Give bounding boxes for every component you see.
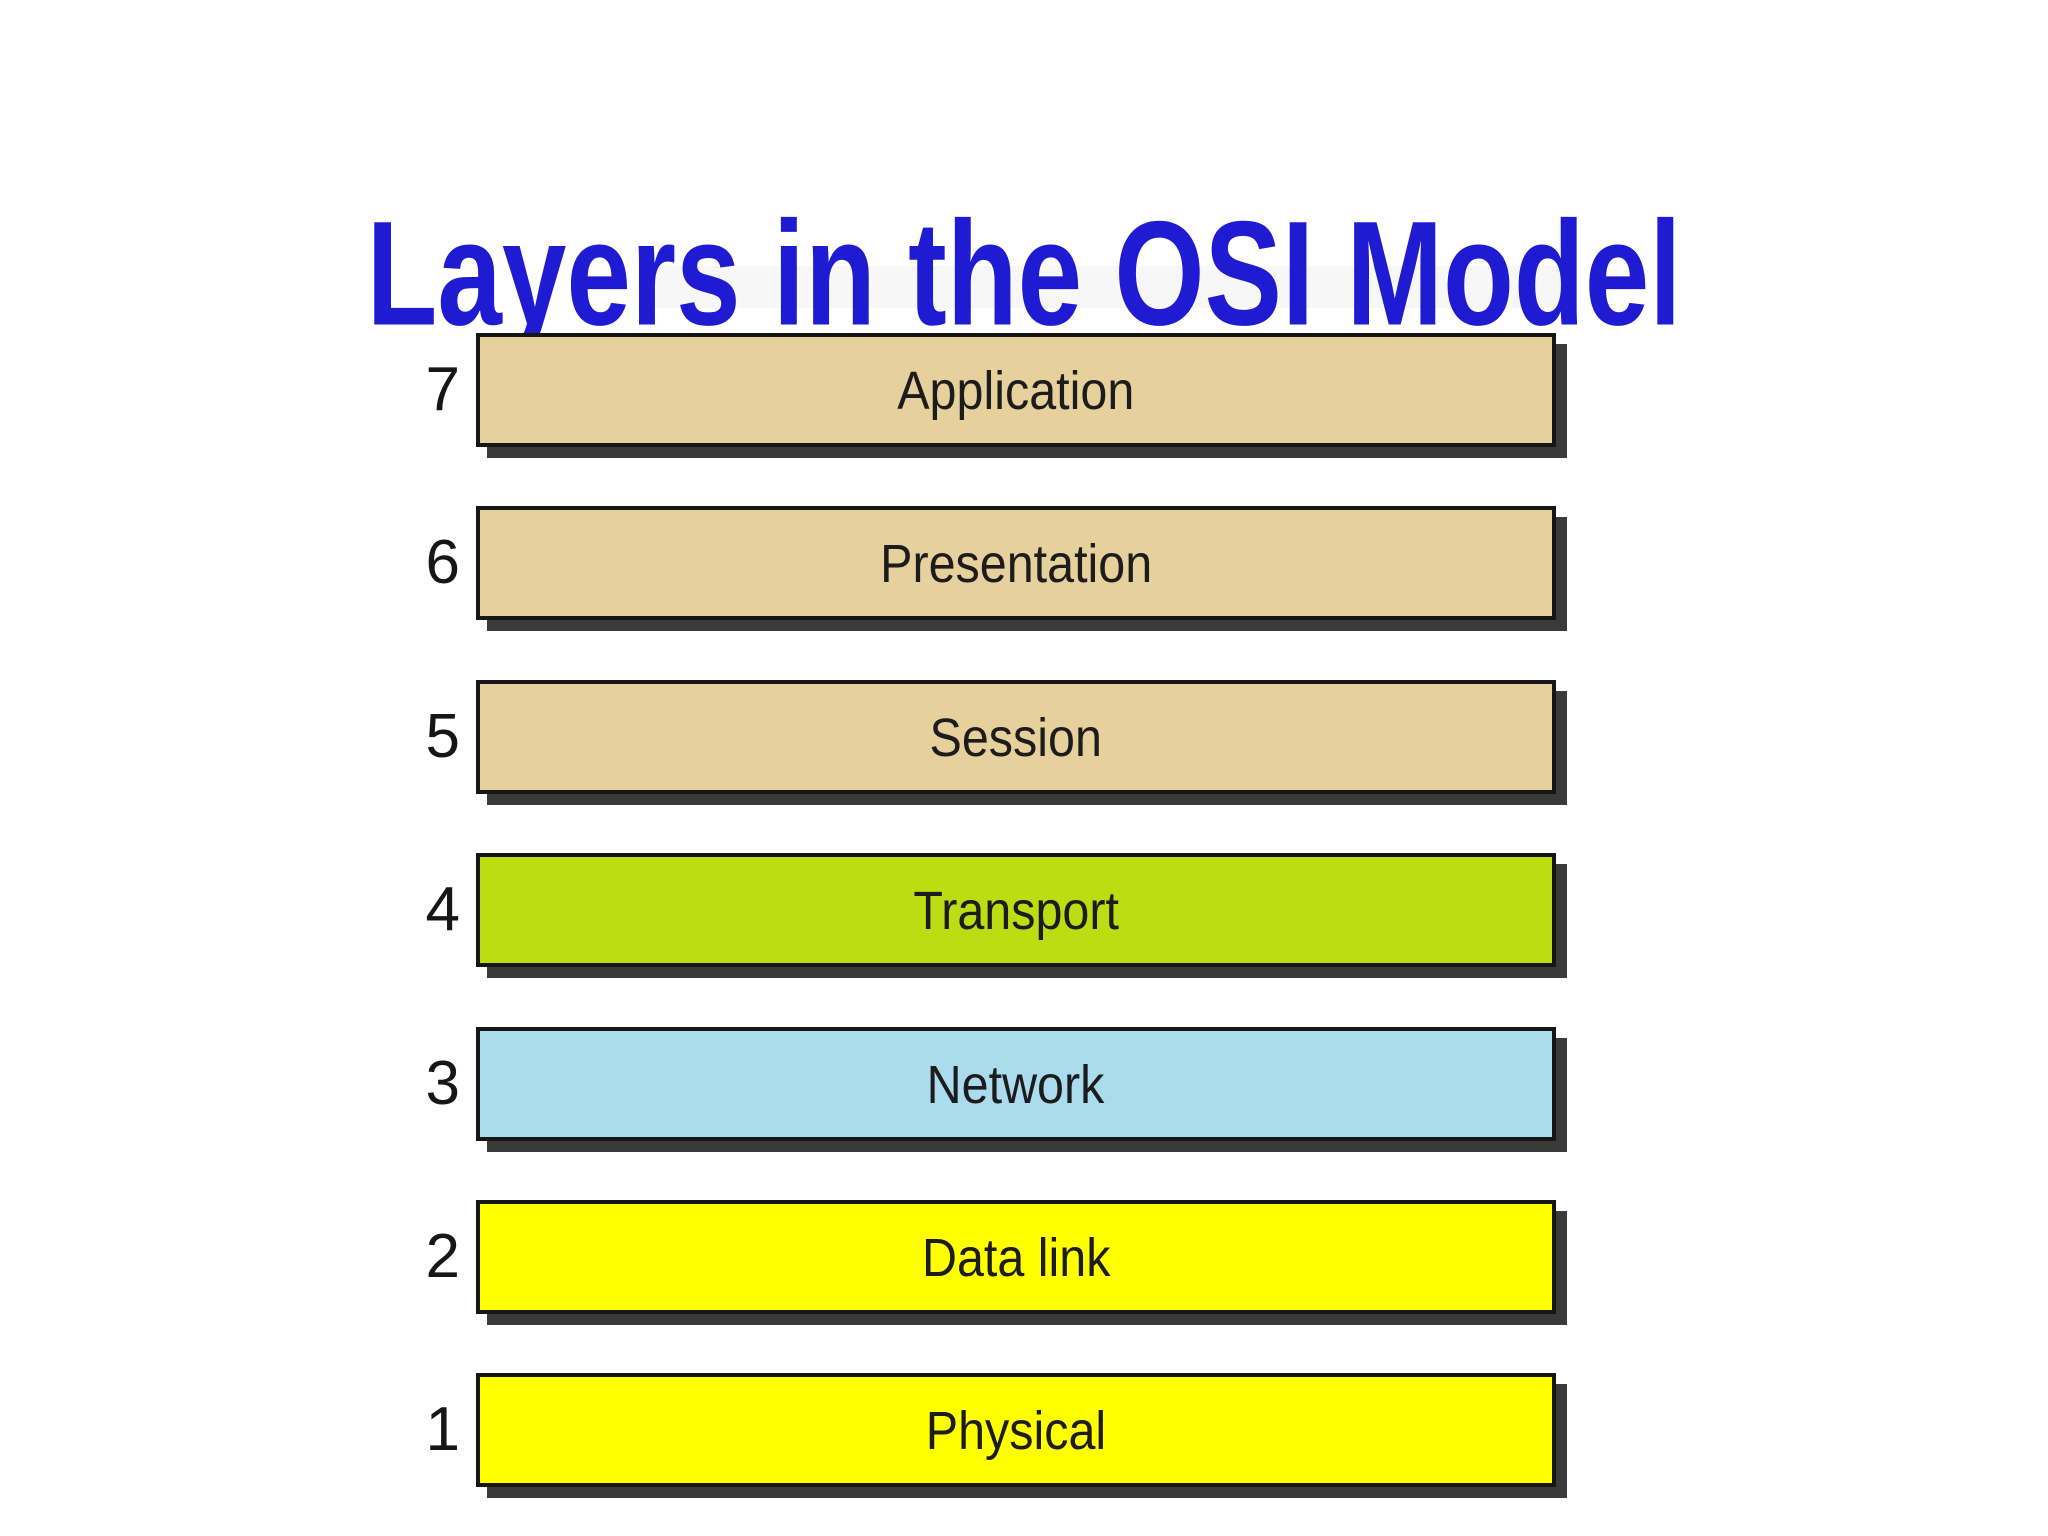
- layer-label: Data link: [921, 1226, 1111, 1288]
- layer-box: Physical: [476, 1373, 1556, 1487]
- layer-number: 6: [425, 528, 460, 597]
- layer-row: 2 Data link: [0, 1200, 2048, 1314]
- page-title: Layers in the OSI Model: [366, 189, 1682, 357]
- layer-box: Data link: [476, 1200, 1556, 1314]
- layer-number: 1: [425, 1395, 460, 1464]
- layer-label: Network: [927, 1053, 1105, 1115]
- layer-box: Application: [476, 333, 1556, 447]
- layer-box: Transport: [476, 853, 1556, 967]
- layer-row: 6 Presentation: [0, 506, 2048, 620]
- layer-row: 3 Network: [0, 1027, 2048, 1141]
- layer-row: 4 Transport: [0, 853, 2048, 967]
- layer-label: Application: [897, 359, 1135, 421]
- layer-number: 3: [425, 1049, 460, 1118]
- background-band: [645, 266, 1565, 308]
- layer-row: 5 Session: [0, 680, 2048, 794]
- layer-label: Presentation: [879, 532, 1153, 594]
- layer-number: 2: [425, 1222, 460, 1291]
- layer-box: Session: [476, 680, 1556, 794]
- layer-row: 7 Application: [0, 333, 2048, 447]
- layer-number: 5: [425, 702, 460, 771]
- layer-box: Network: [476, 1027, 1556, 1141]
- layer-label: Physical: [925, 1399, 1107, 1461]
- layer-label: Transport: [913, 879, 1119, 941]
- layer-row: 1 Physical: [0, 1373, 2048, 1487]
- layer-label: Session: [929, 706, 1103, 768]
- layer-box: Presentation: [476, 506, 1556, 620]
- layer-number: 4: [425, 875, 460, 944]
- layer-number: 7: [425, 355, 460, 424]
